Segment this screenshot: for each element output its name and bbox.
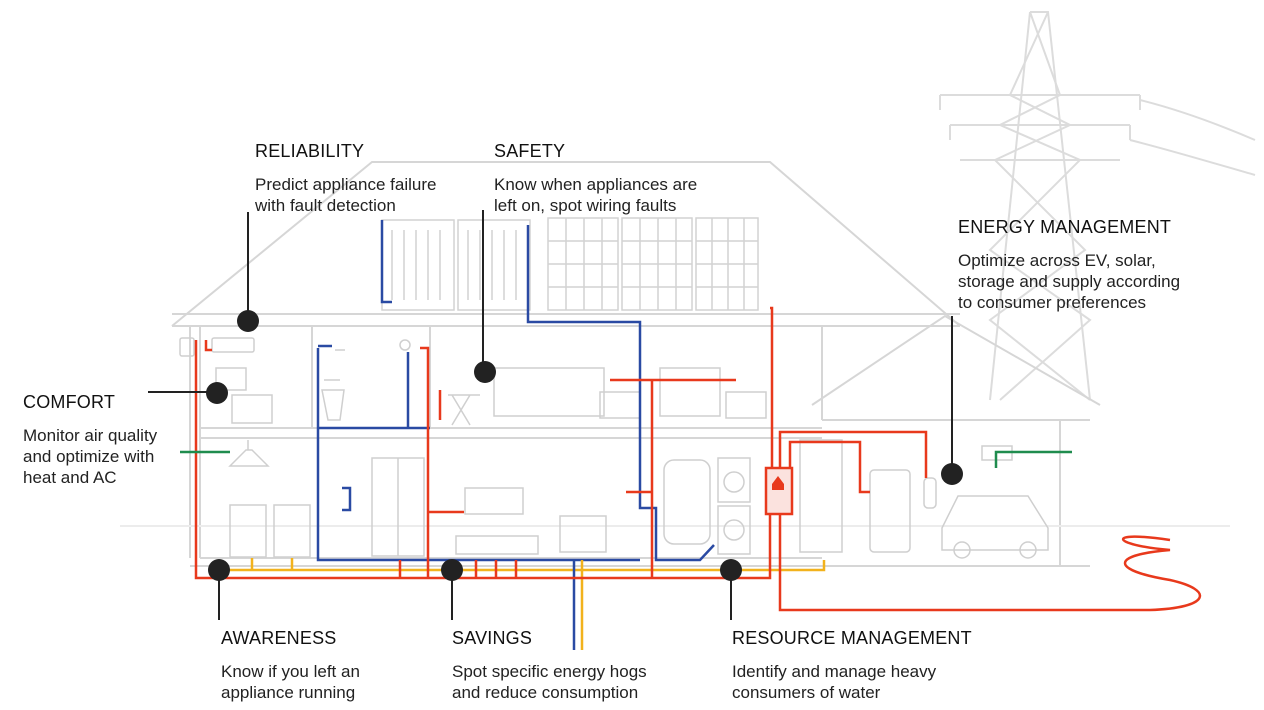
gas-lines bbox=[210, 558, 826, 650]
panel-indicator-icon bbox=[772, 476, 784, 490]
callout-desc: Predict appliance failure with fault det… bbox=[255, 174, 436, 216]
ground-lines bbox=[180, 450, 1072, 468]
transmission-tower bbox=[939, 11, 1256, 401]
callout-desc-line: to consumer preferences bbox=[958, 293, 1147, 312]
marker-awareness[interactable] bbox=[208, 559, 230, 581]
callout-savings: SAVINGS Spot specific energy hogs and re… bbox=[452, 628, 647, 703]
electrical-lines bbox=[194, 306, 1202, 612]
callout-desc-line: Know if you left an bbox=[221, 662, 360, 681]
callout-desc-line: Monitor air quality bbox=[23, 426, 158, 445]
callout-desc: Know if you left an appliance running bbox=[221, 661, 360, 703]
marker-comfort[interactable] bbox=[206, 382, 228, 404]
solar-panels bbox=[381, 217, 759, 311]
callout-desc-line: Predict appliance failure bbox=[255, 175, 437, 194]
callout-desc-line: Spot specific energy hogs bbox=[452, 662, 647, 681]
appliances bbox=[179, 337, 1049, 559]
callout-awareness: AWARENESS Know if you left an appliance … bbox=[221, 628, 360, 703]
callout-comfort: COMFORT Monitor air quality and optimize… bbox=[23, 392, 157, 488]
callout-title: COMFORT bbox=[23, 392, 116, 412]
callout-title: SAFETY bbox=[494, 141, 566, 161]
callout-desc-line: Optimize across EV, solar, bbox=[958, 251, 1156, 270]
callout-desc: Optimize across EV, solar, storage and s… bbox=[958, 250, 1180, 313]
callout-title: SAVINGS bbox=[452, 628, 533, 648]
callout-title: ENERGY MANAGEMENT bbox=[958, 217, 1172, 237]
callout-title: RELIABILITY bbox=[255, 141, 365, 161]
callout-desc-line: Identify and manage heavy bbox=[732, 662, 937, 681]
callout-desc-line: storage and supply according bbox=[958, 272, 1181, 291]
house-outline bbox=[120, 161, 1230, 567]
callout-resource-management: RESOURCE MANAGEMENT Identify and manage … bbox=[732, 628, 972, 703]
callout-title: RESOURCE MANAGEMENT bbox=[732, 628, 972, 648]
callout-desc-line: consumers of water bbox=[732, 683, 881, 702]
water-lines bbox=[316, 220, 715, 562]
callout-desc: Know when appliances are left on, spot w… bbox=[494, 174, 697, 216]
callout-desc: Spot specific energy hogs and reduce con… bbox=[452, 661, 647, 703]
marker-reliability[interactable] bbox=[237, 310, 259, 332]
callout-desc-line: Know when appliances are bbox=[494, 175, 698, 194]
callout-desc-line: and reduce consumption bbox=[452, 683, 639, 702]
callout-desc-line: and optimize with bbox=[23, 447, 155, 466]
callout-desc-line: left on, spot wiring faults bbox=[494, 196, 677, 215]
callout-desc: Monitor air quality and optimize with he… bbox=[23, 425, 157, 488]
callout-desc-line: with fault detection bbox=[255, 196, 396, 215]
marker-resource-management[interactable] bbox=[720, 559, 742, 581]
callout-desc-line: heat and AC bbox=[23, 468, 117, 487]
callout-energy-management: ENERGY MANAGEMENT Optimize across EV, so… bbox=[958, 217, 1180, 313]
callout-title: AWARENESS bbox=[221, 628, 337, 648]
marker-energy-management[interactable] bbox=[941, 463, 963, 485]
callout-desc: Identify and manage heavy consumers of w… bbox=[732, 661, 972, 703]
marker-safety[interactable] bbox=[474, 361, 496, 383]
callout-reliability: RELIABILITY Predict appliance failure wi… bbox=[255, 141, 436, 216]
callout-desc-line: appliance running bbox=[221, 683, 356, 702]
marker-savings[interactable] bbox=[441, 559, 463, 581]
callout-safety: SAFETY Know when appliances are left on,… bbox=[494, 141, 697, 216]
